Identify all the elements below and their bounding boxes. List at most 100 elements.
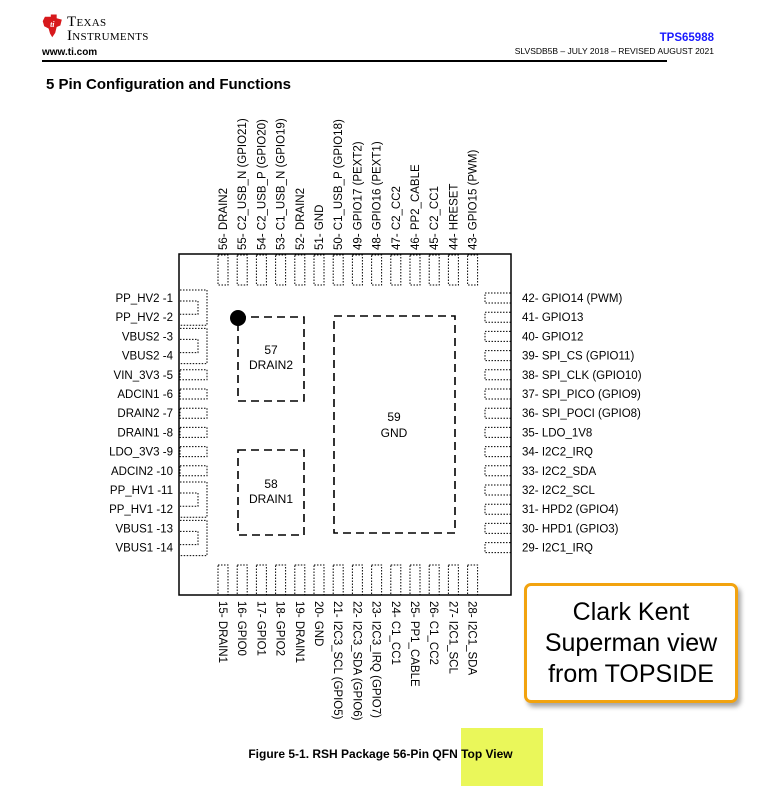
pin-22-pad <box>351 564 363 596</box>
pin-36-label: 36- SPI_POCI (GPIO8) <box>522 408 641 420</box>
callout-text: Clark Kent Superman view from TOPSIDE <box>544 597 718 688</box>
pin-41-label: 41- GPIO13 <box>522 312 583 324</box>
pin-33-pad <box>484 465 512 477</box>
pin-21-pad <box>332 564 344 596</box>
pin-42-label: 42- GPIO14 (PWM) <box>522 293 622 305</box>
pin-37-label: 37- SPI_PICO (GPIO9) <box>522 389 641 401</box>
pin-36-pad <box>484 407 512 419</box>
pin-13-14-pad <box>180 519 208 557</box>
pin-28-label: 28- I2C1_SDA <box>466 601 478 675</box>
pin-26-label: 26- C1_CC2 <box>427 601 439 665</box>
pad-57-name: DRAIN2 <box>249 358 293 372</box>
pin-40-pad <box>484 330 512 342</box>
pin-28-pad <box>467 564 479 596</box>
pin-6-label: ADCIN1 -6 <box>117 389 173 401</box>
pin-14-label: VBUS1 -14 <box>115 543 173 555</box>
pin-39-label: 39- SPI_CS (GPIO11) <box>522 351 634 363</box>
pin-47-pad <box>390 254 402 286</box>
pin-44-pad <box>447 254 459 286</box>
pin-50-label: 50- C1_USB_P (GPIO18) <box>333 119 345 250</box>
pin-35-pad <box>484 426 512 438</box>
pin-52-label: 52- DRAIN2 <box>295 188 307 250</box>
pin-43-label: 43- GPIO15 (PWM) <box>468 150 480 250</box>
pin-26-pad <box>428 564 440 596</box>
pin-8-label: DRAIN1 -8 <box>117 427 173 439</box>
pin-27-label: 27- I2C1_SCL <box>446 601 458 674</box>
package-outline <box>178 253 512 596</box>
pin-19-label: 19- DRAIN1 <box>293 601 305 663</box>
thermal-pad-58-outline <box>237 449 305 536</box>
doc-revision: SLVSDB5B – JULY 2018 – REVISED AUGUST 20… <box>514 46 714 56</box>
pin-31-pad <box>484 503 512 515</box>
pin-34-label: 34- I2C2_IRQ <box>522 447 593 459</box>
pin-15-pad <box>217 564 229 596</box>
pin-29-label: 29- I2C1_IRQ <box>522 543 593 555</box>
pin-11-12-pad <box>180 481 208 518</box>
pin-49-pad <box>351 254 363 286</box>
pin-22-label: 22- I2C3_SDA (GPIO6) <box>350 601 362 721</box>
pin-11-label: PP_HV1 -11 <box>110 485 173 497</box>
pad-57-number: 57 <box>264 343 278 357</box>
pin-12-label: PP_HV1 -12 <box>109 504 173 516</box>
pin-54-label: 54- C2_USB_P (GPIO20) <box>256 119 268 250</box>
pin-35-label: 35- LDO_1V8 <box>522 427 592 439</box>
pin-20-pad <box>313 564 325 596</box>
pin-47-label: 47- C2_CC2 <box>391 186 403 250</box>
pin-42-pad <box>484 292 512 304</box>
pin-25-pad <box>409 564 421 596</box>
pin-45-pad <box>428 254 440 286</box>
pin-25-label: 25- PP1_CABLE <box>408 601 420 687</box>
pin-50-pad <box>332 254 344 286</box>
pin-48-label: 48- GPIO16 (PEXT1) <box>372 141 384 250</box>
pin-41-pad <box>484 311 512 323</box>
pin-32-label: 32- I2C2_SCL <box>522 485 595 497</box>
pin-45-label: 45- C2_CC1 <box>429 186 441 250</box>
pin-53-pad <box>275 254 287 286</box>
pin-23-label: 23- I2C3_IRQ (GPIO7) <box>370 601 382 718</box>
pin-54-pad <box>255 254 267 286</box>
pin-29-pad <box>484 542 512 554</box>
pin-9-label: LDO_3V3 -9 <box>109 447 173 459</box>
pin-46-label: 46- PP2_CABLE <box>410 164 422 250</box>
pin-10-label: ADCIN2 -10 <box>111 466 173 478</box>
pin-3-4-pad <box>180 327 208 365</box>
pin-56-pad <box>217 254 229 286</box>
pin-38-label: 38- SPI_CLK (GPIO10) <box>522 370 642 382</box>
pin-18-label: 18- GPIO2 <box>274 601 286 656</box>
pin-16-pad <box>236 564 248 596</box>
pin-44-label: 44- HRESET <box>448 184 460 250</box>
pin-56-label: 56- DRAIN2 <box>218 188 230 250</box>
pin-5-pad <box>179 369 208 381</box>
section-title: 5 Pin Configuration and Functions <box>46 76 291 93</box>
pin-13-label: VBUS1 -13 <box>115 523 173 535</box>
pin-53-label: 53- C1_USB_N (GPIO19) <box>276 118 288 250</box>
ti-logo-icon: ti <box>42 14 62 38</box>
pad-59-name: GND <box>381 426 408 440</box>
pad-58-number: 58 <box>264 477 278 491</box>
pin-52-pad <box>294 254 306 286</box>
pin-16-label: 16- GPIO0 <box>235 601 247 656</box>
pin-19-pad <box>294 564 306 596</box>
logo-text-instruments: Instruments <box>67 28 149 44</box>
pin-32-pad <box>484 484 512 496</box>
pin-31-label: 31- HPD2 (GPIO4) <box>522 504 619 516</box>
pin-1-label: PP_HV2 -1 <box>115 293 173 305</box>
pin-49-label: 49- GPIO17 (PEXT2) <box>352 141 364 250</box>
pin-3-label: VBUS2 -3 <box>122 331 173 343</box>
pin-55-label: 55- C2_USB_N (GPIO21) <box>237 118 249 250</box>
pin-20-label: 20- GND <box>312 601 324 646</box>
pin-51-pad <box>313 254 325 286</box>
pin-5-label: VIN_3V3 -5 <box>114 370 173 382</box>
pin-38-pad <box>484 369 512 381</box>
pin-40-label: 40- GPIO12 <box>522 331 583 343</box>
pin-30-label: 30- HPD1 (GPIO3) <box>522 523 619 535</box>
part-number-link[interactable]: TPS65988 <box>659 32 714 44</box>
pin-37-pad <box>484 388 512 400</box>
svg-text:ti: ti <box>50 20 55 29</box>
pin-17-pad <box>255 564 267 596</box>
annotation-callout: Clark Kent Superman view from TOPSIDE <box>524 583 738 703</box>
pin-9-pad <box>179 446 208 458</box>
site-url-link[interactable]: www.ti.com <box>42 47 98 58</box>
pin-21-label: 21- I2C3_SCL (GPIO5) <box>331 601 343 720</box>
